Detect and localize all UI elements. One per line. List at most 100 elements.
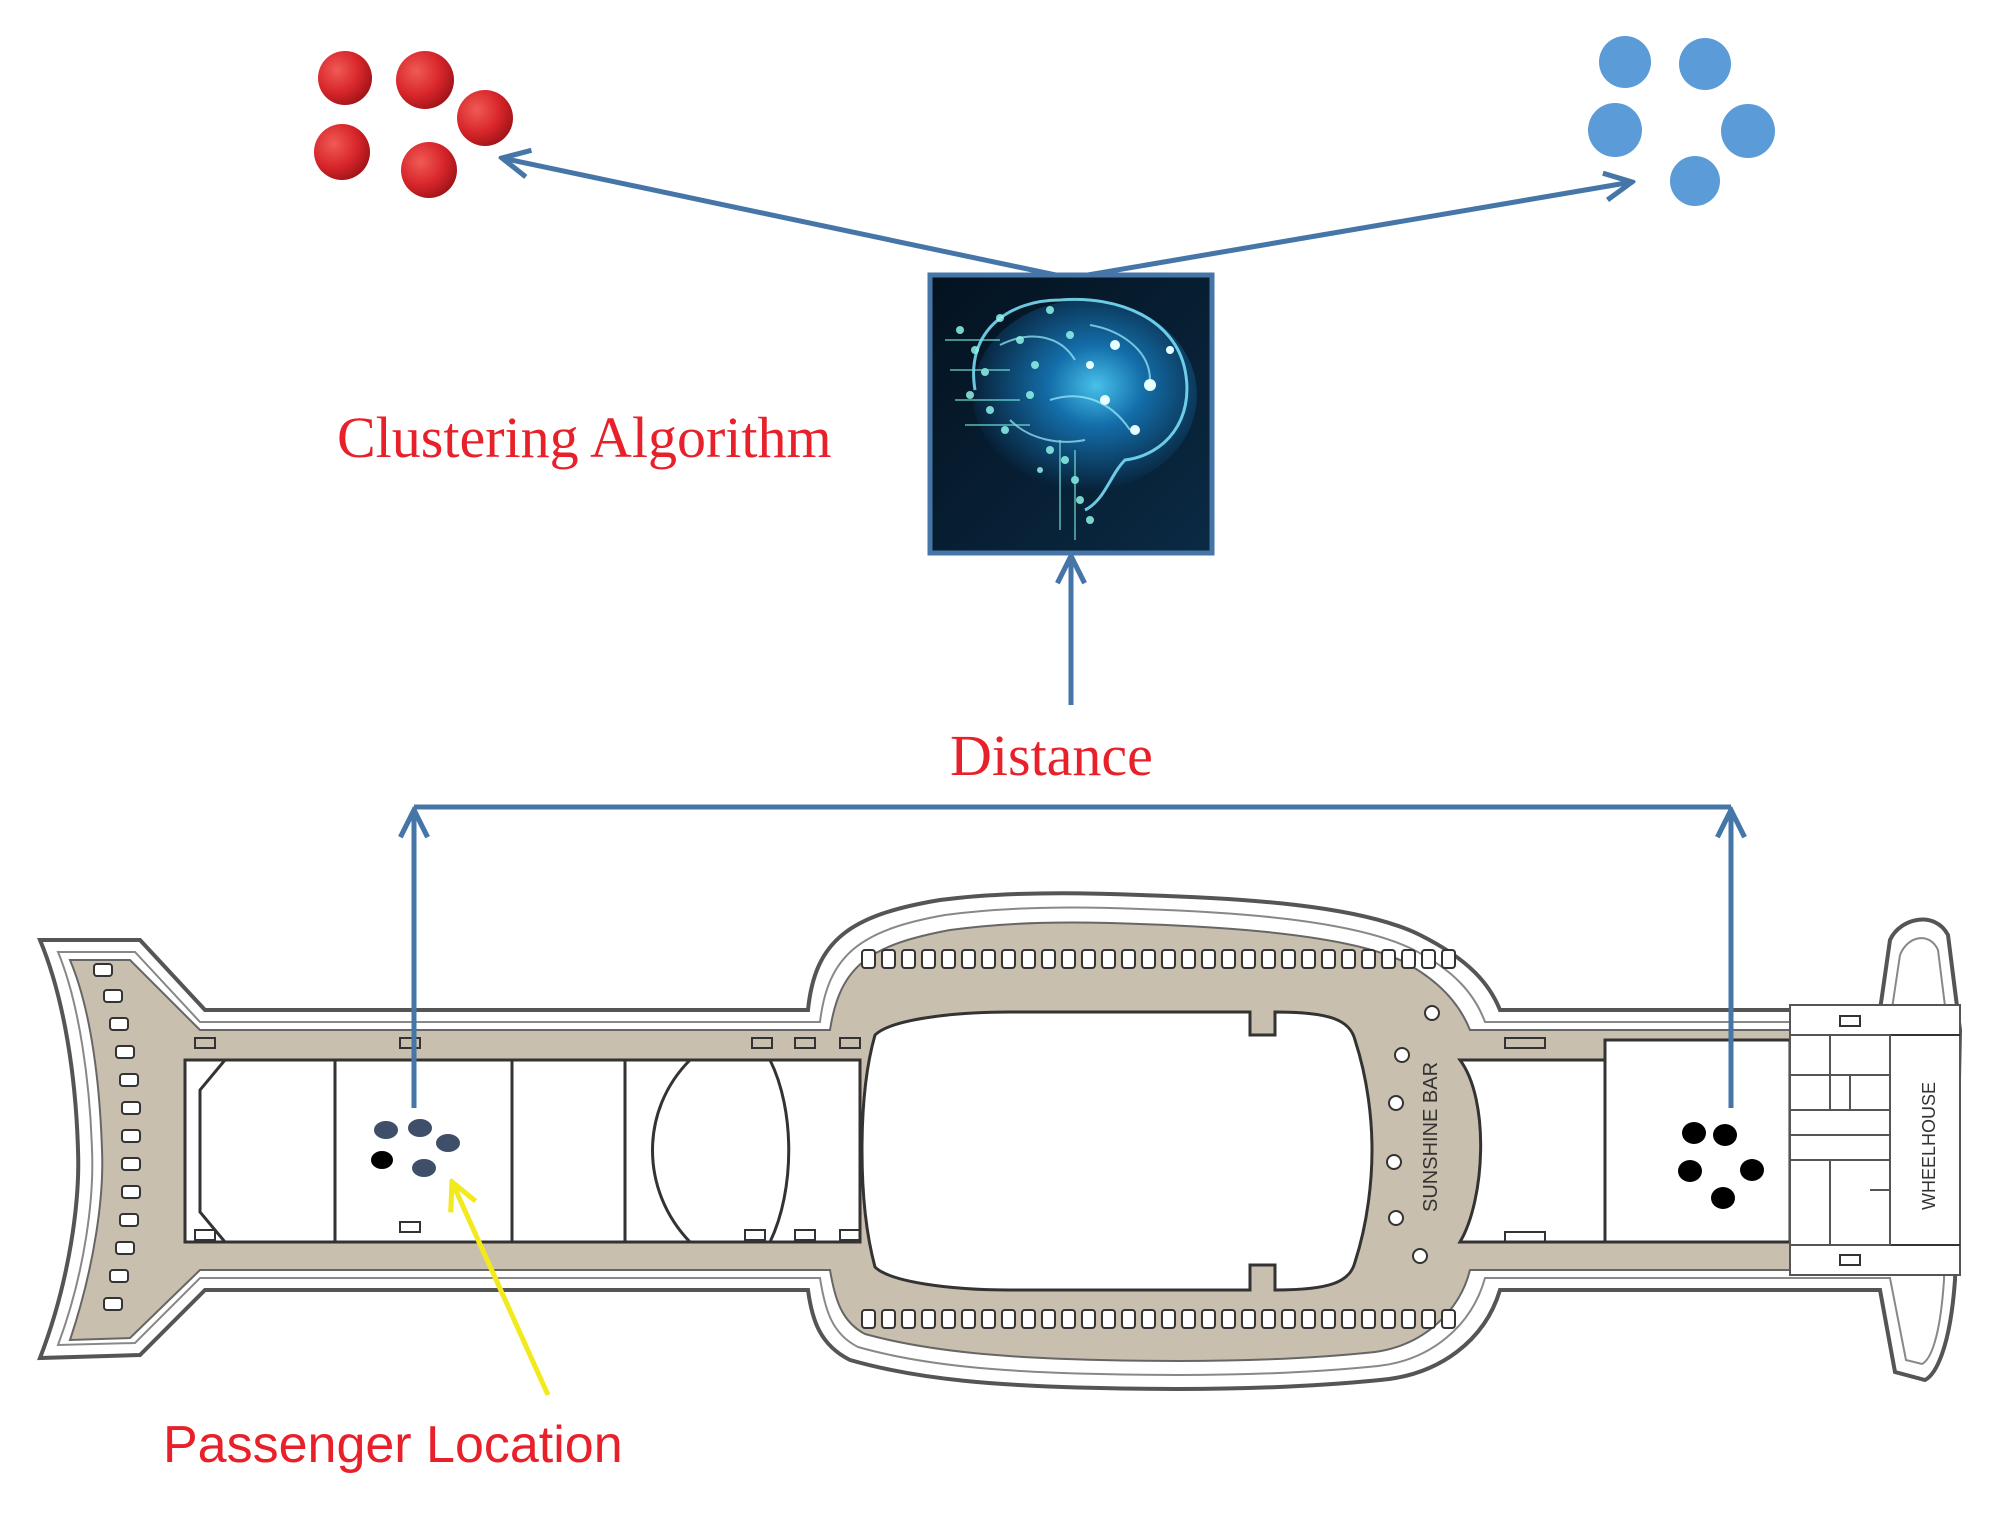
deck-chair: [921, 1309, 936, 1329]
red-cluster-point: [318, 51, 372, 105]
deck-chair: [861, 1309, 876, 1329]
deck-chair: [981, 1309, 996, 1329]
passenger-point: [1682, 1122, 1706, 1144]
wheelhouse-label: WHEELHOUSE: [1919, 1082, 1939, 1210]
deck-chair: [1101, 1309, 1116, 1329]
deck-chair: [1241, 1309, 1256, 1329]
red-cluster: [314, 51, 513, 198]
blue-cluster-point: [1679, 38, 1731, 90]
brain-circuit-icon: [945, 297, 1197, 540]
hatch-marks: [194, 1015, 1861, 1266]
deck-chair: [1181, 949, 1196, 969]
deck-chair: [981, 949, 996, 969]
deck-chair: [1041, 1309, 1056, 1329]
deck-chair: [1121, 949, 1136, 969]
deck-chairs-port: [861, 949, 1456, 969]
passenger-point: [1711, 1187, 1735, 1209]
deck-chair: [1401, 1309, 1416, 1329]
deck-chair: [1401, 949, 1416, 969]
clustering-algorithm-label: Clustering Algorithm: [337, 405, 832, 470]
passenger-point: [1678, 1160, 1702, 1182]
deck-chair: [1121, 1309, 1136, 1329]
deck-chair: [1261, 949, 1276, 969]
deck-corridor: [198, 1058, 862, 1244]
passenger-point: [371, 1151, 393, 1169]
deck-chair: [1381, 1309, 1396, 1329]
deck-chair: [1381, 949, 1396, 969]
passenger-group-forward: [1678, 1122, 1764, 1209]
deck-chair: [1281, 949, 1296, 969]
deck-chair: [1021, 949, 1036, 969]
deck-chair: [1161, 1309, 1176, 1329]
deck-chair: [1341, 1309, 1356, 1329]
passenger-point: [412, 1159, 436, 1177]
central-atrium: [860, 1010, 1374, 1292]
deck-chair: [861, 949, 876, 969]
deck-chair: [1001, 949, 1016, 969]
deck-chair: [1301, 1309, 1316, 1329]
deck-chair: [1421, 1309, 1436, 1329]
deck-chair: [1001, 1309, 1016, 1329]
deck-chair: [1241, 949, 1256, 969]
deck-chairs-starboard: [861, 1309, 1456, 1329]
deck-chair: [1161, 949, 1176, 969]
deck-chair: [1061, 949, 1076, 969]
deck-chair: [1281, 1309, 1296, 1329]
blue-cluster-point: [1670, 156, 1720, 206]
stern-room: [183, 1058, 229, 1244]
deck-chair: [881, 1309, 896, 1329]
deck-chair: [1041, 949, 1056, 969]
passenger-point: [408, 1119, 432, 1137]
passenger-point: [436, 1134, 460, 1152]
passenger-point: [1740, 1159, 1764, 1181]
deck-chair: [1141, 949, 1156, 969]
arrow-to-blue-cluster: [1069, 182, 1632, 281]
deck-chair: [1061, 1309, 1076, 1329]
deck-chair: [1101, 949, 1116, 969]
deck-chair: [1201, 1309, 1216, 1329]
deck-chair: [1221, 949, 1236, 969]
bar-tables: [1386, 1005, 1440, 1264]
deck-chair: [1081, 949, 1096, 969]
deck-chair: [1361, 949, 1376, 969]
red-cluster-point: [457, 90, 513, 146]
ship-deck-plan: SUNSHINE BAR WHEELHOUSE: [37, 891, 1963, 1392]
passenger-group-aft: [371, 1119, 460, 1177]
blue-cluster-point: [1588, 103, 1642, 157]
deck-chair: [881, 949, 896, 969]
deck-chair: [961, 1309, 976, 1329]
clustering-algorithm-box: [927, 272, 1215, 556]
deck-chair: [1361, 1309, 1376, 1329]
arrow-to-red-cluster: [502, 158, 1071, 281]
deck-chair: [1341, 949, 1356, 969]
red-cluster-point: [314, 124, 370, 180]
deck-chair: [1081, 1309, 1096, 1329]
passenger-point: [374, 1121, 398, 1139]
deck-chair: [961, 949, 976, 969]
curved-lounge: [651, 1058, 791, 1244]
deck-chair: [1301, 949, 1316, 969]
deck-chair: [1321, 949, 1336, 969]
passenger-location-label: Passenger Location: [163, 1416, 623, 1474]
deck-chair: [1141, 1309, 1156, 1329]
red-cluster-point: [396, 51, 454, 109]
distance-label: Distance: [950, 723, 1153, 788]
deck-chair: [1321, 1309, 1336, 1329]
passenger-point: [1713, 1124, 1737, 1146]
red-cluster-point: [401, 142, 457, 198]
passenger-location-pointer: [452, 1182, 551, 1397]
deck-chair: [901, 1309, 916, 1329]
deck-chair: [1201, 949, 1216, 969]
sunshine-bar-label: SUNSHINE BAR: [1420, 1062, 1442, 1212]
deck-chair: [941, 1309, 956, 1329]
deck-chairs-stern: [93, 963, 141, 1311]
blue-cluster-point: [1599, 36, 1651, 88]
forward-room: [1457, 1058, 1607, 1244]
deck-chair: [1261, 1309, 1276, 1329]
deck-chair: [1441, 1309, 1456, 1329]
deck-chair: [1021, 1309, 1036, 1329]
deck-chair: [1441, 949, 1456, 969]
deck-chair: [1421, 949, 1436, 969]
